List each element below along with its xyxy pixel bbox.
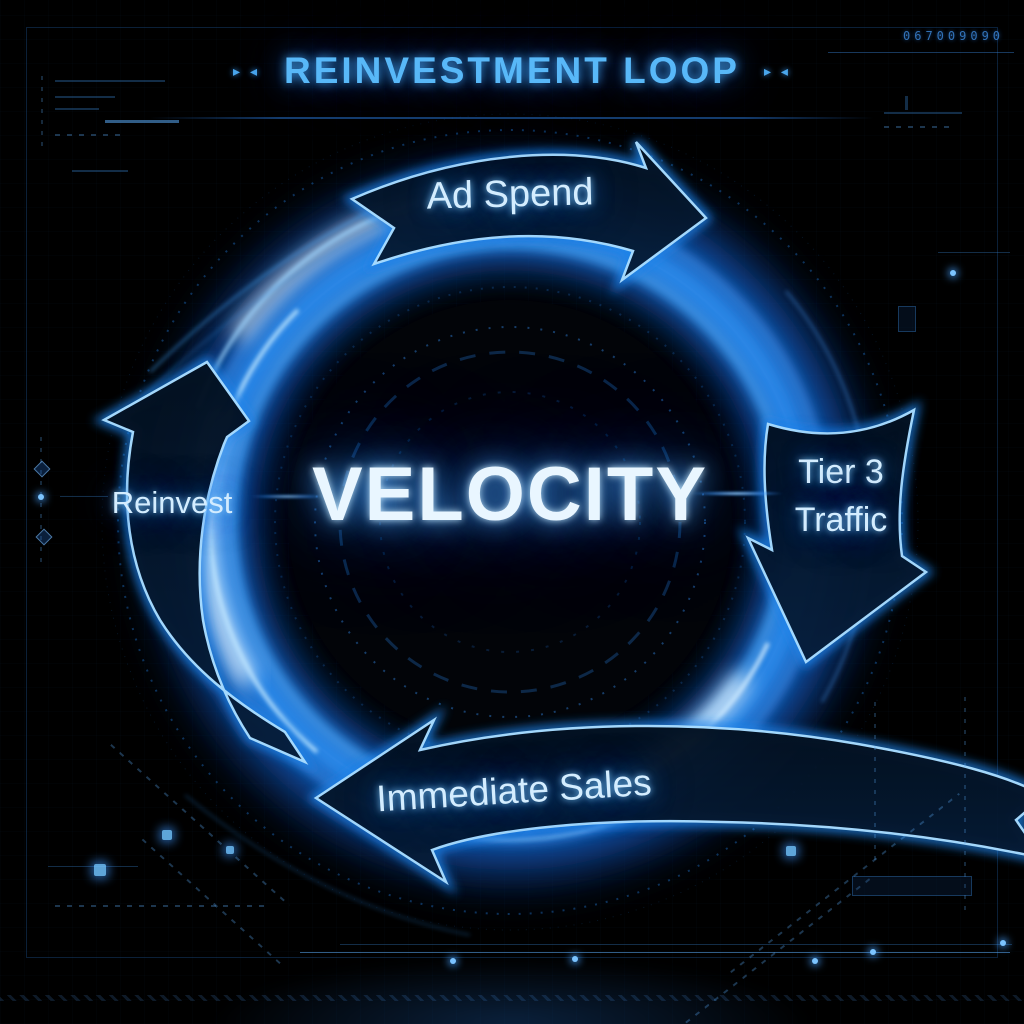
page-title: REINVESTMENT LOOP — [284, 50, 740, 91]
hud-node-dot — [812, 958, 818, 964]
corner-code: 067009090 — [903, 29, 1005, 43]
arrow-reinvest — [92, 355, 319, 774]
bottom-glow-bloom — [212, 958, 812, 1024]
step-arrows — [92, 138, 1024, 896]
hud-line — [55, 108, 99, 110]
hud-node-dot — [450, 958, 456, 964]
title-right-arrows-icon: ▸ ◂ — [763, 62, 791, 79]
hud-glow-square — [226, 846, 234, 854]
center-label: VELOCITY — [311, 451, 709, 537]
hud-node-dot — [950, 270, 956, 276]
hud-tick-column — [41, 76, 43, 146]
hud-tick-column — [874, 700, 876, 860]
hud-glow-square — [94, 864, 106, 876]
hud-dashed-line — [55, 905, 265, 907]
arrow-immediate-sales — [306, 706, 1024, 896]
hud-line — [300, 952, 1010, 953]
step-label-tier-3-line2: Traffic — [794, 501, 888, 539]
title-underline — [150, 117, 874, 119]
hud-status-bar — [852, 876, 972, 896]
hud-line — [60, 496, 108, 497]
hud-zigzag-strip — [0, 995, 1024, 1001]
hud-node-dot — [38, 494, 44, 500]
hud-dashed-line — [884, 126, 954, 128]
step-label-tier-3-traffic: Tier 3 Traffic — [726, 448, 956, 544]
hud-dashed-line — [55, 134, 127, 136]
step-label-reinvest: Reinvest — [111, 485, 233, 520]
hud-line — [72, 170, 128, 172]
hud-node-dot — [572, 956, 578, 962]
hud-line — [884, 112, 962, 114]
center-right-flare — [690, 491, 784, 496]
hud-line — [105, 120, 179, 123]
step-label-ad-spend: Ad Spend — [426, 171, 594, 218]
hud-line — [55, 80, 165, 82]
hud-node-dot — [1000, 940, 1006, 946]
hud-line — [340, 944, 1012, 945]
title-left-arrows-icon: ▸ ◂ — [233, 62, 260, 79]
hud-line-right — [938, 252, 1010, 253]
hud-tick-column — [964, 690, 966, 910]
hud-frame — [26, 27, 998, 958]
hud-glow-square — [162, 830, 172, 840]
hud-line-bottom-left — [48, 866, 138, 867]
step-label-tier-3-line1: Tier 3 — [798, 453, 884, 491]
hud-frame-accent — [828, 52, 1014, 53]
title-row: ▸ ◂ REINVESTMENT LOOP ▸ ◂ — [0, 50, 1024, 92]
hud-line — [55, 96, 115, 98]
hud-mini-chip — [898, 306, 916, 332]
hud-glow-square — [786, 846, 796, 856]
hud-node-dot — [870, 949, 876, 955]
ring-inner-core — [274, 286, 746, 758]
center-left-flare — [250, 494, 326, 499]
arrow-ad-spend — [341, 138, 714, 295]
hud-line — [905, 96, 908, 110]
